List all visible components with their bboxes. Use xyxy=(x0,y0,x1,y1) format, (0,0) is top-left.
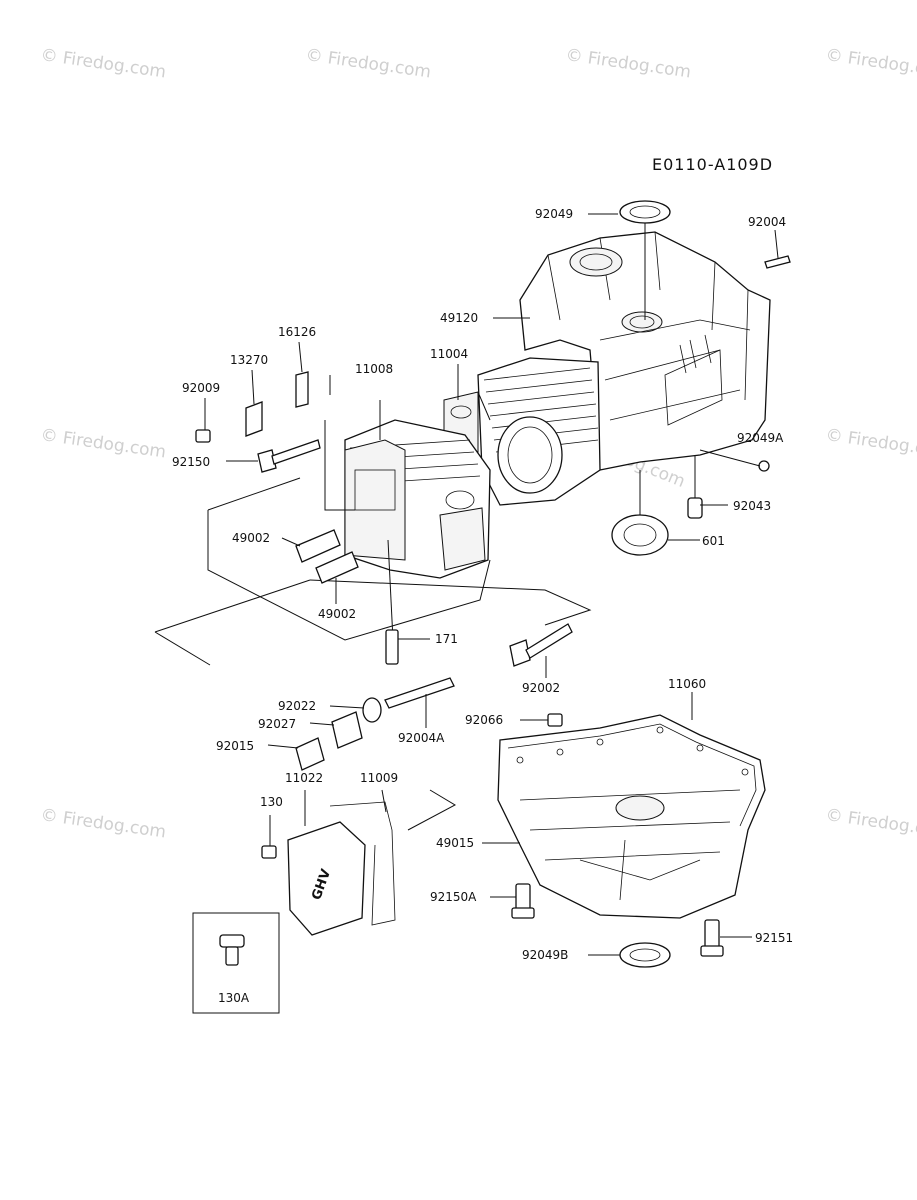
bolt-92009 xyxy=(195,398,211,443)
watermark-7: © Firedog.com xyxy=(824,425,917,462)
label-11009: 11009 xyxy=(360,771,398,785)
watermark-8: © Firedog.com xyxy=(39,805,167,842)
label-11060: 11060 xyxy=(668,677,706,691)
label-16126: 16126 xyxy=(278,325,316,339)
watermark-3: © Firedog.com xyxy=(564,45,692,82)
dowel-parts xyxy=(687,449,770,519)
label-92150: 92150 xyxy=(172,455,210,469)
label-11022: 11022 xyxy=(285,771,323,785)
label-11008: 11008 xyxy=(355,362,393,376)
label-13270: 13270 xyxy=(230,353,268,367)
label-49015: 49015 xyxy=(436,836,474,850)
bolt-92150A xyxy=(490,883,535,919)
watermark-5: © Firedog.com xyxy=(39,425,167,462)
label-92015: 92015 xyxy=(216,739,254,753)
part-labels: 92049 92004 49120 16126 13270 11008 1100… xyxy=(172,207,793,1005)
oil-pan-drawing xyxy=(497,692,766,919)
stud-group xyxy=(267,677,455,771)
label-92004A: 92004A xyxy=(398,731,445,745)
cylinder-head-drawing xyxy=(344,400,491,579)
crankcase-drawing xyxy=(519,231,771,471)
label-49002b: 49002 xyxy=(318,607,356,621)
stud-171 xyxy=(385,629,430,665)
label-92009: 92009 xyxy=(182,381,220,395)
rocker-cover-drawing: GHV xyxy=(287,789,396,936)
exploded-lines xyxy=(154,375,592,831)
label-130: 130 xyxy=(260,795,283,809)
label-92049B: 92049B xyxy=(522,948,568,962)
diagram-code: E0110-A109D xyxy=(652,155,773,174)
label-92066: 92066 xyxy=(465,713,503,727)
label-92049: 92049 xyxy=(535,207,573,221)
watermark-9: © Firedog.com xyxy=(824,805,917,842)
stud-92004 xyxy=(764,229,791,269)
oil-seal-92049 xyxy=(619,200,671,320)
label-92049A: 92049A xyxy=(737,431,784,445)
label-92151: 92151 xyxy=(755,931,793,945)
pins-49002 xyxy=(281,529,359,604)
watermark-4: © Firedog.com xyxy=(824,45,917,82)
bolt-92150 xyxy=(226,439,321,473)
bolt-92002 xyxy=(509,623,573,678)
bearing-601 xyxy=(611,470,669,556)
label-171: 171 xyxy=(435,632,458,646)
label-130A: 130A xyxy=(218,991,250,1005)
label-49120: 49120 xyxy=(440,311,478,325)
seal-92049B xyxy=(588,942,671,968)
bolt-92151 xyxy=(700,919,752,957)
plug-92066 xyxy=(520,713,563,727)
label-92002: 92002 xyxy=(522,681,560,695)
label-92027: 92027 xyxy=(258,717,296,731)
label-92022: 92022 xyxy=(278,699,316,713)
label-92004: 92004 xyxy=(748,215,786,229)
watermark-1: © Firedog.com xyxy=(39,45,167,82)
bolt-130A-box xyxy=(192,912,280,1014)
bracket-parts xyxy=(245,341,309,437)
leader-lines xyxy=(457,213,728,844)
bolt-130 xyxy=(261,815,277,859)
label-11004: 11004 xyxy=(430,347,468,361)
watermark-2: © Firedog.com xyxy=(304,45,432,82)
label-92150A: 92150A xyxy=(430,890,477,904)
label-601: 601 xyxy=(702,534,725,548)
label-49002a: 49002 xyxy=(232,531,270,545)
label-92043: 92043 xyxy=(733,499,771,513)
